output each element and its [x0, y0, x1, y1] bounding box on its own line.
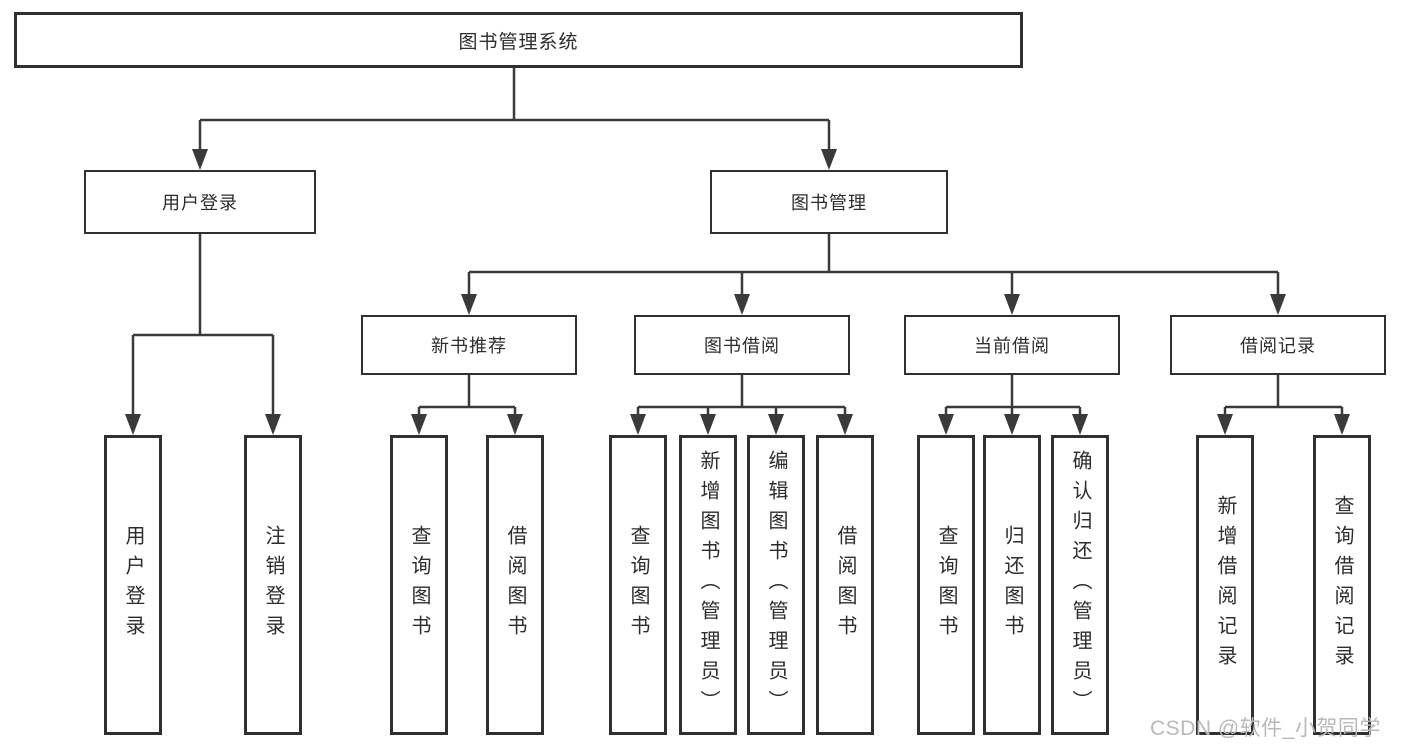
arrowhead-down — [821, 149, 837, 170]
leaf-confirm-return-admin: 确认归还（管理员） — [1051, 435, 1109, 735]
leaf-logout: 注销登录 — [244, 435, 302, 735]
arrowhead-down — [837, 414, 853, 435]
leaf-user-login: 用户登录 — [104, 435, 162, 735]
arrowhead-down — [265, 414, 281, 435]
leaf-borrow-books-recommend: 借阅图书 — [486, 435, 544, 735]
arrowhead-down — [1270, 294, 1286, 315]
arrowhead-down — [630, 414, 646, 435]
node-current-borrowing: 当前借阅 — [904, 315, 1120, 375]
arrowhead-down — [734, 294, 750, 315]
leaf-query-books-recommend: 查询图书 — [390, 435, 448, 735]
arrowhead-down — [1334, 414, 1350, 435]
csdn-watermark: CSDN @软件_小贺同学 — [1150, 717, 1381, 740]
leaf-return-books: 归还图书 — [983, 435, 1041, 735]
arrowhead-down — [700, 414, 716, 435]
connector-path — [131, 68, 1344, 418]
leaf-query-borrow-record: 查询借阅记录 — [1313, 435, 1371, 735]
node-borrowing-records: 借阅记录 — [1170, 315, 1386, 375]
arrowhead-down — [125, 414, 141, 435]
leaf-borrow-books-borrow: 借阅图书 — [816, 435, 874, 735]
leaf-query-books-current: 查询图书 — [917, 435, 975, 735]
node-book-management-branch: 图书管理 — [710, 170, 948, 234]
arrowhead-down — [1217, 414, 1233, 435]
connector-arrowheads — [125, 149, 1350, 435]
arrowhead-down — [411, 414, 427, 435]
arrowhead-down — [1004, 414, 1020, 435]
leaf-query-books-borrow: 查询图书 — [609, 435, 667, 735]
leaf-add-book-admin: 新增图书（管理员） — [679, 435, 737, 735]
node-new-book-recommendation: 新书推荐 — [361, 315, 577, 375]
arrowhead-down — [938, 414, 954, 435]
leaf-edit-book-admin: 编辑图书（管理员） — [747, 435, 805, 735]
node-library-management-system: 图书管理系统 — [14, 12, 1023, 68]
node-user-login-branch: 用户登录 — [84, 170, 316, 234]
arrowhead-down — [1004, 294, 1020, 315]
arrowhead-down — [768, 414, 784, 435]
connector-paths — [131, 68, 1344, 418]
arrowhead-down — [507, 414, 523, 435]
arrowhead-down — [192, 149, 208, 170]
arrowhead-down — [1072, 414, 1088, 435]
node-book-borrowing: 图书借阅 — [634, 315, 850, 375]
leaf-add-borrow-record: 新增借阅记录 — [1196, 435, 1254, 735]
arrowhead-down — [461, 294, 477, 315]
